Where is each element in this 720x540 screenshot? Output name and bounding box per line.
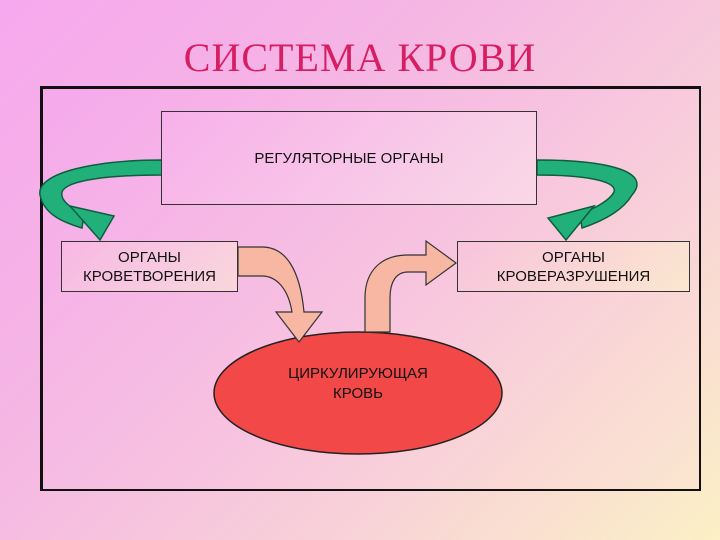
regulatory-organs-box: РЕГУЛЯТОРНЫЕ ОРГАНЫ bbox=[161, 111, 537, 205]
hematopoiesis-organs-box: ОРГАНЫ КРОВЕТВОРЕНИЯ bbox=[61, 241, 238, 292]
blood-destruction-organs-box: ОРГАНЫ КРОВЕРАЗРУШЕНИЯ bbox=[457, 241, 690, 292]
blood-line-2: КРОВЬ bbox=[333, 385, 383, 402]
arrow-to-blood bbox=[237, 246, 324, 343]
hematopoiesis-line-1: ОРГАНЫ bbox=[118, 248, 181, 266]
destruction-line-1: ОРГАНЫ bbox=[542, 248, 605, 266]
regulatory-organs-label: РЕГУЛЯТОРНЫЕ ОРГАНЫ bbox=[254, 149, 444, 167]
destruction-line-2: КРОВЕРАЗРУШЕНИЯ bbox=[496, 267, 651, 285]
circulating-blood-label: ЦИРКУЛИРУЮЩАЯ КРОВЬ bbox=[250, 364, 466, 404]
arrow-to-destruction bbox=[364, 239, 458, 333]
hematopoiesis-line-2: КРОВЕТВОРЕНИЯ bbox=[83, 267, 216, 285]
page-title: СИСТЕМА КРОВИ bbox=[183, 35, 537, 80]
blood-line-1: ЦИРКУЛИРУЮЩАЯ bbox=[288, 365, 428, 382]
blood-ellipse bbox=[213, 331, 503, 455]
right-curved-arrow bbox=[536, 159, 638, 242]
left-curved-arrow bbox=[39, 159, 163, 242]
